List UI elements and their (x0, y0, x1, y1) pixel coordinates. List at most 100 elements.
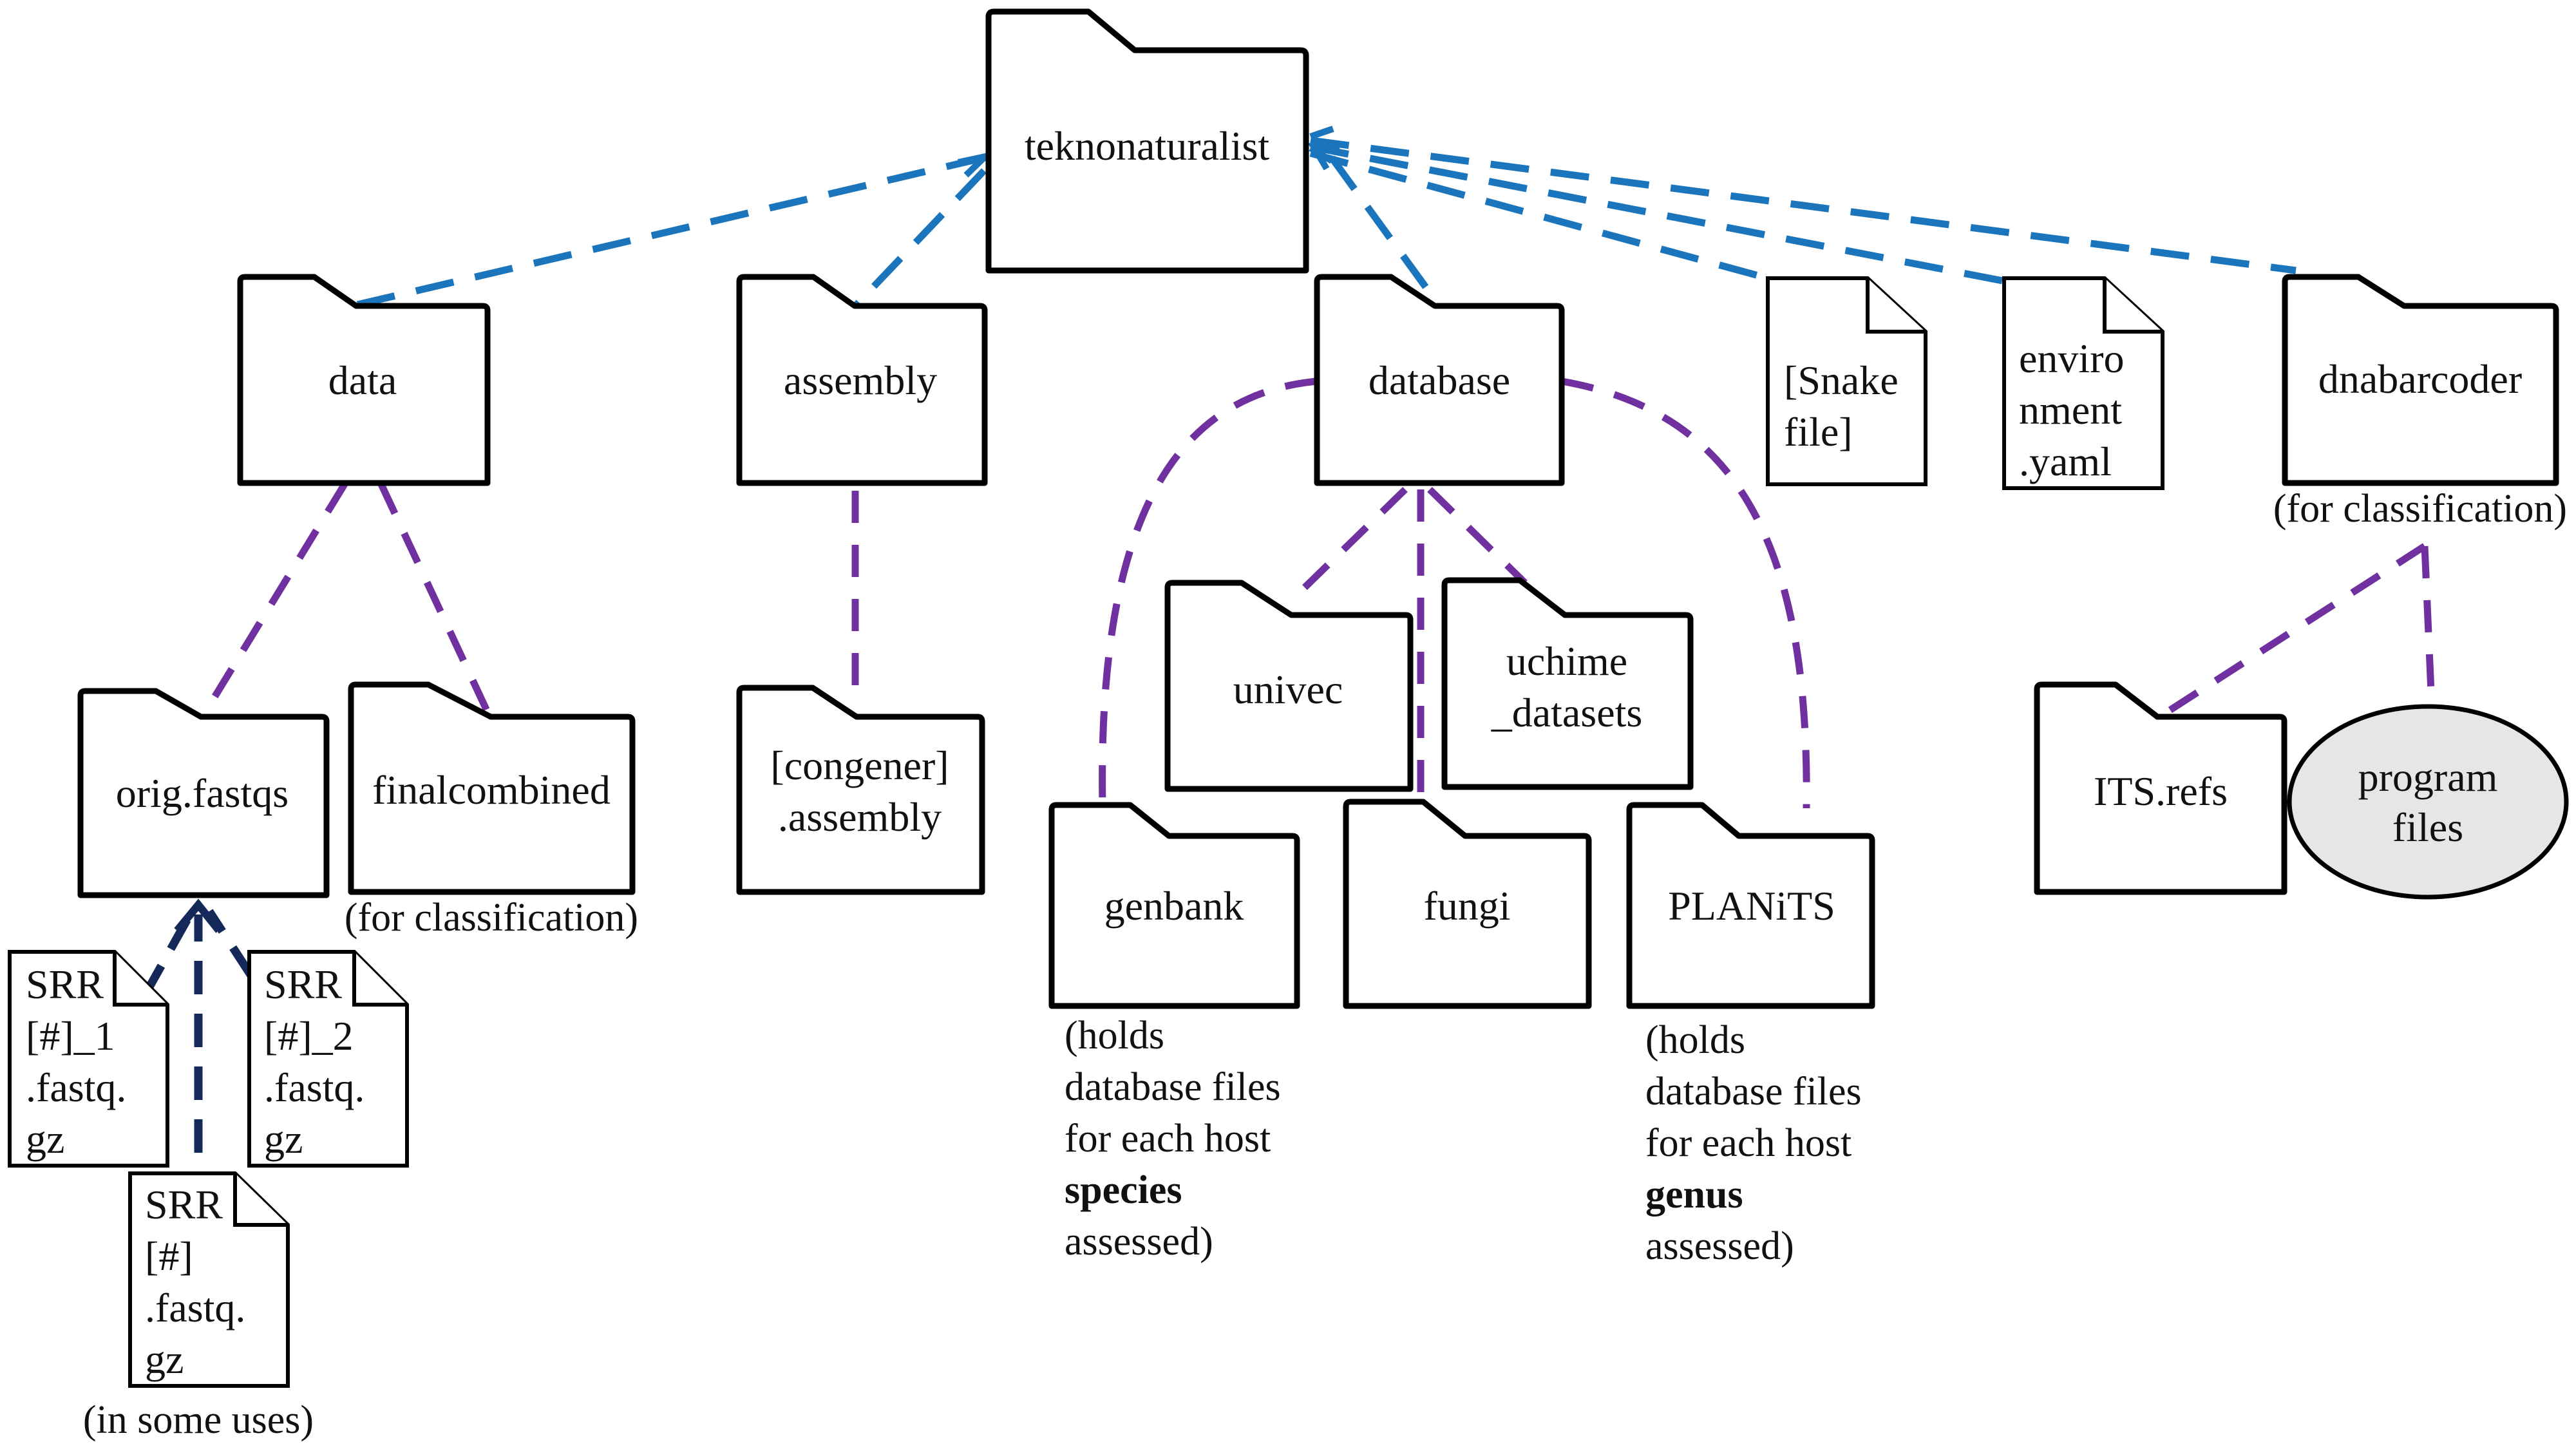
folder-icon (736, 274, 988, 486)
file-srr-1[interactable]: SRR [#]_1 .fastq. gz (8, 950, 169, 1168)
file-label-line: .fastq. (264, 1065, 365, 1110)
folder-label-line: _datasets (1491, 690, 1643, 735)
folder-caption-line: assessed) (1645, 1224, 1794, 1268)
folder-label: dnabarcoder (2318, 356, 2522, 402)
arrowhead-root-right (1307, 126, 1340, 171)
folder-icon (2282, 274, 2559, 486)
folder-caption-line: (holds (1645, 1018, 1745, 1062)
file-srr-single[interactable]: SRR [#] .fastq. gz (in some uses) (83, 1171, 314, 1442)
file-label-line: gz (264, 1116, 303, 1162)
folder-dnabarcoder[interactable]: dnabarcoder (for classification) (2273, 274, 2567, 531)
link-root-data (356, 154, 985, 308)
folder-label-line: uchime (1506, 638, 1627, 684)
node-label-line: files (2392, 804, 2463, 850)
file-label-line: [#]_2 (264, 1013, 354, 1059)
folder-caption-line: species (1065, 1168, 1182, 1212)
folder-icon (77, 688, 330, 898)
folder-label-line: .assembly (778, 794, 942, 840)
file-label-line: .yaml (2019, 439, 2112, 484)
file-label-line: gz (26, 1116, 64, 1162)
folder-fungi[interactable]: fungi (1343, 799, 1592, 1009)
folder-teknonaturalist[interactable]: teknonaturalist (985, 8, 1309, 274)
link-dnabarcoder-itsrefs (2159, 543, 2427, 719)
folder-label: ITS.refs (2094, 768, 2228, 814)
folder-label: PLANiTS (1668, 883, 1835, 929)
program-files-node[interactable]: program files (2287, 704, 2569, 900)
arrowhead-origfastqs (174, 898, 222, 933)
folder-icon (237, 274, 491, 486)
link-database-univec (1298, 487, 1408, 594)
folder-uchime-datasets[interactable]: uchime _datasets (1441, 577, 1694, 790)
folder-label: fungi (1423, 883, 1510, 929)
folder-caption: (for classification) (2273, 487, 2567, 531)
folder-caption-line: (holds (1065, 1014, 1164, 1057)
folder-icon (1441, 577, 1694, 790)
file-environment-yaml[interactable]: enviro nment .yaml (2002, 276, 2164, 490)
folder-label: univec (1233, 667, 1343, 712)
folder-univec[interactable]: univec (1164, 580, 1414, 792)
folder-assembly[interactable]: assembly (736, 274, 988, 486)
file-caption: (in some uses) (83, 1398, 314, 1442)
folder-icon (1164, 580, 1414, 792)
folder-label-line: [congener] (770, 743, 949, 788)
folder-caption-line: genus (1645, 1173, 1743, 1217)
file-label-line: .fastq. (145, 1285, 245, 1331)
link-database-planits (1561, 377, 1810, 809)
link-root-environment (1309, 143, 2011, 286)
link-database-genbank (1099, 377, 1318, 806)
folder-caption-line: for each host (1065, 1117, 1271, 1160)
link-dnabarcoder-programfiles (2421, 545, 2435, 693)
link-database-uchime (1427, 487, 1528, 585)
folder-icon (1048, 802, 1300, 1009)
file-fold-icon (233, 1173, 288, 1227)
folder-orig-fastqs[interactable]: orig.fastqs (77, 688, 330, 898)
folder-label: genbank (1104, 883, 1244, 929)
file-label-line: SRR (145, 1182, 223, 1227)
folder-database[interactable]: database (1314, 274, 1565, 486)
link-root-dnabarcoder (1310, 137, 2297, 274)
folder-caption-line: database files (1065, 1065, 1281, 1109)
link-data-finalcombined (378, 482, 493, 718)
folder-label: assembly (784, 357, 937, 403)
folder-label: orig.fastqs (116, 770, 289, 816)
file-label-line: [#] (145, 1233, 193, 1279)
folder-icon (2034, 681, 2287, 895)
file-label-line: .fastq. (26, 1065, 126, 1110)
file-srr-2[interactable]: SRR [#]_2 .fastq. gz (247, 950, 409, 1168)
link-root-snakefile (1309, 149, 1769, 282)
file-fold-icon (2103, 278, 2163, 334)
link-root-assembly (854, 168, 987, 307)
file-label-line: enviro (2019, 336, 2125, 381)
file-snakefile[interactable]: [Snake file] (1766, 276, 1927, 486)
folder-caption-line: assessed) (1065, 1220, 1213, 1264)
folder-finalcombined[interactable]: finalcombined (for classification) (345, 681, 638, 940)
folder-icon (1343, 799, 1592, 1009)
link-root-database (1329, 155, 1439, 304)
folder-planits[interactable]: PLANiTS (holds database files for each h… (1626, 802, 1875, 1268)
folder-its-refs[interactable]: ITS.refs (2034, 681, 2287, 895)
folder-congener-assembly[interactable]: [congener] .assembly (736, 685, 985, 895)
folder-label: finalcombined (372, 767, 611, 813)
folder-label: teknonaturalist (1025, 123, 1270, 169)
folder-icon (348, 681, 636, 895)
folder-label: database (1368, 357, 1510, 403)
file-label-line: SRR (264, 961, 342, 1007)
file-label-line: [#]_1 (26, 1013, 115, 1059)
node-label-line: program (2358, 754, 2498, 800)
folder-label: data (328, 357, 397, 403)
folder-icon (1314, 274, 1565, 486)
connectors (141, 126, 2435, 1153)
folder-data[interactable]: data (237, 274, 491, 486)
file-fold-icon (352, 952, 407, 1007)
folder-icon (736, 685, 985, 895)
folder-icon (985, 8, 1309, 274)
file-label-line: file] (1784, 409, 1853, 455)
file-fold-icon (113, 952, 167, 1007)
link-data-origfastqs (200, 482, 348, 718)
file-fold-icon (1866, 278, 1926, 334)
arrowhead-root-left (957, 151, 996, 178)
folder-icon (1626, 802, 1875, 1009)
folder-caption: (for classification) (345, 896, 638, 940)
folder-genbank[interactable]: genbank (holds database files for each h… (1048, 802, 1300, 1264)
